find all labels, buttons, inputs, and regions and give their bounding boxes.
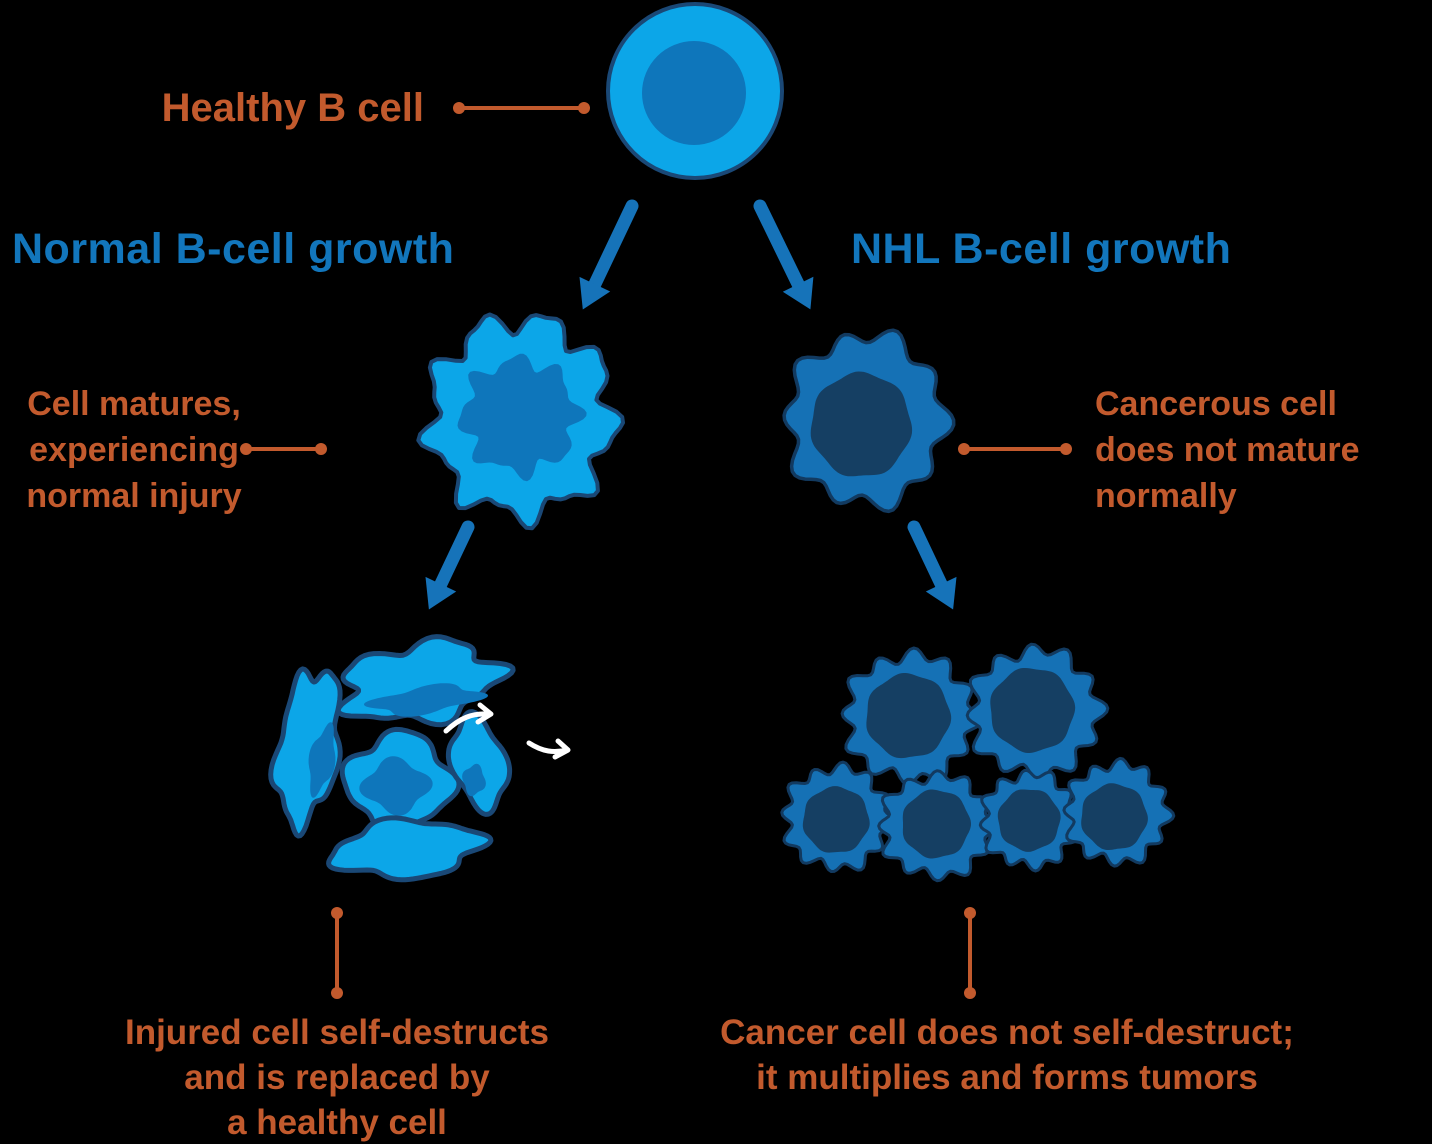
burst-arrow-icon xyxy=(475,702,494,725)
fragment-bottom xyxy=(326,815,494,883)
maturing-cell-nucleus xyxy=(457,353,587,482)
fragment-right xyxy=(445,709,513,817)
fragment-left-patch xyxy=(308,722,336,798)
cancerous-connector-dot-end xyxy=(1060,443,1072,455)
normal-branch-heading: Normal B-cell growth xyxy=(12,225,455,273)
tumor-cell-nucleus xyxy=(997,789,1061,852)
burst-arrow-icon xyxy=(552,738,571,760)
fragment-top-patch xyxy=(364,683,488,717)
healthy-connector-dot-start xyxy=(453,102,465,114)
cancer-arrow-shaft xyxy=(907,520,949,593)
healthy-b-cell-nucleus xyxy=(642,41,746,145)
cancerous-cell-nucleus xyxy=(810,371,913,477)
outcome-connector-dot-start xyxy=(964,907,976,919)
healthy-b-cell-label: Healthy B cell xyxy=(161,86,424,130)
matures-connector-dot-end xyxy=(315,443,327,455)
cancer-arrow-head xyxy=(925,576,957,610)
matures-arrow-head xyxy=(425,576,457,610)
branch-arrow-left-head xyxy=(579,276,611,310)
matures-arrow-shaft xyxy=(433,520,475,593)
cancer-outcome-label: Cancer cell does not self-destruct; it m… xyxy=(720,1013,1294,1097)
injured-connector-dot-start xyxy=(331,907,343,919)
fragment-center-patch xyxy=(359,756,433,816)
nhl-branch-heading: NHL B-cell growth xyxy=(851,225,1232,273)
tumor-cell-nucleus xyxy=(802,786,870,853)
tumor-cell-nucleus xyxy=(866,673,952,759)
healthy-connector-dot-end xyxy=(578,102,590,114)
outcome-connector-dot-end xyxy=(964,987,976,999)
cancerous-connector-dot-start xyxy=(958,443,970,455)
tumor-cell-nucleus xyxy=(990,668,1076,753)
injured-outcome-label: Injured cell self-destructs and is repla… xyxy=(124,1013,550,1142)
branch-arrow-right-head xyxy=(782,276,814,310)
branch-arrow-left-shaft xyxy=(587,199,639,293)
tumor-cell-nucleus xyxy=(1081,783,1148,850)
injured-connector-dot-end xyxy=(331,987,343,999)
branch-arrow-right-shaft xyxy=(753,199,806,293)
cancerous-cell-label: Cancerous cell does not mature normally xyxy=(1095,385,1360,515)
matures-connector-dot-start xyxy=(240,443,252,455)
fragment-left xyxy=(268,666,343,839)
burst-arrow-icon xyxy=(443,711,492,734)
cell-matures-label: Cell matures, experiencing normal injury xyxy=(26,385,242,515)
fragment-right-patch xyxy=(462,763,486,797)
tumor-cell-nucleus xyxy=(902,789,971,859)
